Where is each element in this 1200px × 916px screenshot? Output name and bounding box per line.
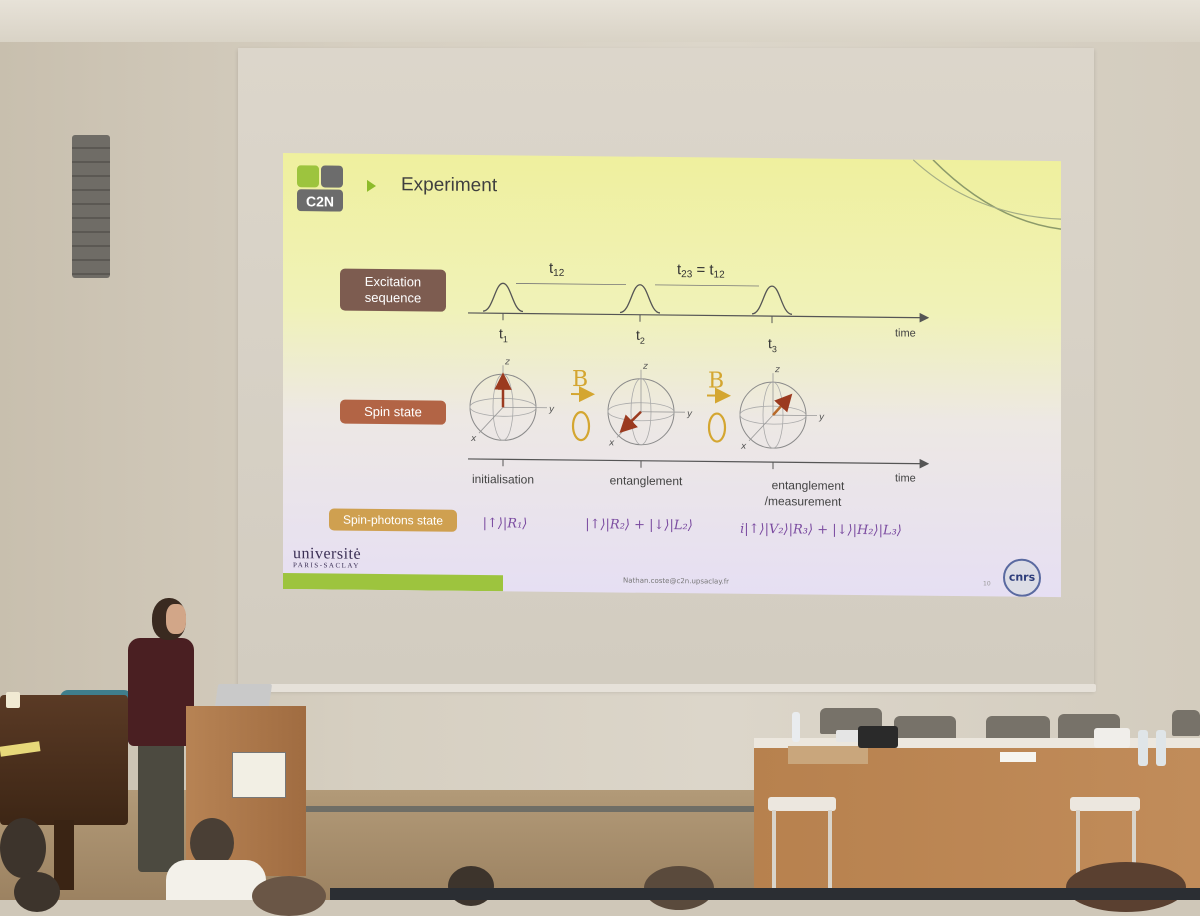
chair-5 — [1172, 710, 1200, 736]
audience-head-5 — [448, 866, 494, 906]
table-box — [788, 746, 868, 764]
state-1: |↑⟩|R₁⟩ — [483, 516, 528, 531]
interval-t12-arrow — [516, 283, 626, 284]
axis-y-1: y — [548, 405, 555, 415]
audience-shirt — [166, 860, 266, 900]
field-label-2: B — [708, 368, 724, 393]
stool-1 — [768, 797, 836, 811]
pulse-3 — [752, 286, 792, 314]
stage-label-entanglement: entanglement — [610, 473, 683, 488]
spin-time-axis — [468, 459, 928, 464]
axis-y-2: y — [686, 409, 693, 419]
footer-green-bar — [283, 573, 503, 591]
audience-head-4 — [252, 876, 326, 916]
time-label-bottom: time — [895, 472, 916, 484]
white-box — [1094, 728, 1130, 748]
experiment-diagram: t12 t23 = t12 t1 t2 t3 time z y x z — [283, 153, 1061, 597]
water-bottle-3 — [792, 712, 800, 742]
state-3: i|↑⟩|V₂⟩|R₃⟩ + |↓⟩|H₂⟩|L₃⟩ — [740, 522, 902, 539]
slide-number: 10 — [983, 580, 991, 587]
rotation-icon-2 — [709, 413, 725, 441]
cnrs-logo: cnrs — [1003, 559, 1041, 597]
bloch-sphere-2: z y x — [608, 361, 693, 449]
magnetic-field-2: B — [707, 368, 727, 441]
pulse-2 — [620, 285, 660, 313]
paper-cup — [6, 692, 20, 708]
axis-z-1: z — [504, 357, 510, 367]
university-sub: PARIS-SACLAY — [293, 561, 361, 570]
interval-t23-arrow — [655, 285, 759, 286]
screen-bottom-bar — [262, 684, 1096, 692]
pulse-label-1: t1 — [499, 325, 508, 344]
axis-x-3: x — [740, 442, 747, 452]
floor-vent — [300, 806, 760, 812]
time-label-top: time — [895, 327, 916, 339]
audience-head-1 — [0, 818, 46, 878]
stool-1-leg — [772, 810, 776, 890]
presenter-legs — [138, 742, 184, 872]
rotation-icon-1 — [573, 412, 589, 440]
university-logo: universitė PARIS-SACLAY — [293, 545, 361, 570]
seat-row — [330, 888, 1200, 900]
pulse-label-2: t2 — [636, 327, 645, 346]
stage-label-measurement: /measurement — [765, 494, 842, 509]
state-2: |↑⟩|R₂⟩ + |↓⟩|L₂⟩ — [585, 517, 693, 533]
piano — [0, 695, 128, 825]
wall-speaker — [72, 135, 110, 278]
magnetic-field-1: B — [571, 367, 591, 440]
field-label-1: B — [572, 367, 588, 392]
stool-1-leg-2 — [828, 810, 832, 890]
piano-leg — [54, 820, 74, 890]
stage-label-initialisation: initialisation — [472, 472, 534, 487]
bloch-sphere-3: z y x — [740, 365, 825, 453]
axis-z-2: z — [642, 362, 648, 372]
presenter-face — [166, 604, 186, 634]
paper-sheet — [1000, 752, 1036, 762]
t12-label: t12 — [549, 260, 565, 279]
axis-y-3: y — [818, 413, 825, 423]
stool-2 — [1070, 797, 1140, 811]
audience-head-2 — [14, 872, 60, 912]
black-bag — [858, 726, 898, 748]
presenter-body — [128, 638, 194, 746]
water-bottle-1 — [1138, 730, 1148, 766]
excitation-time-axis — [468, 313, 928, 318]
stage-label-entanglement-3: entanglement — [772, 478, 845, 493]
axis-x-1: x — [470, 434, 477, 444]
ceiling — [0, 0, 1200, 42]
pulse-label-3: t3 — [768, 335, 777, 354]
water-bottle-2 — [1156, 730, 1166, 766]
presenter-email: Nathan.coste@c2n.upsaclay.fr — [623, 577, 729, 586]
t23-label: t23 = t12 — [677, 261, 725, 281]
bloch-sphere-1: z y x — [470, 357, 555, 445]
axis-x-2: x — [608, 438, 615, 448]
podium-sign — [232, 752, 286, 798]
axis-z-3: z — [774, 365, 780, 375]
audience-head-7 — [1066, 862, 1186, 912]
pulse-1 — [483, 283, 523, 311]
